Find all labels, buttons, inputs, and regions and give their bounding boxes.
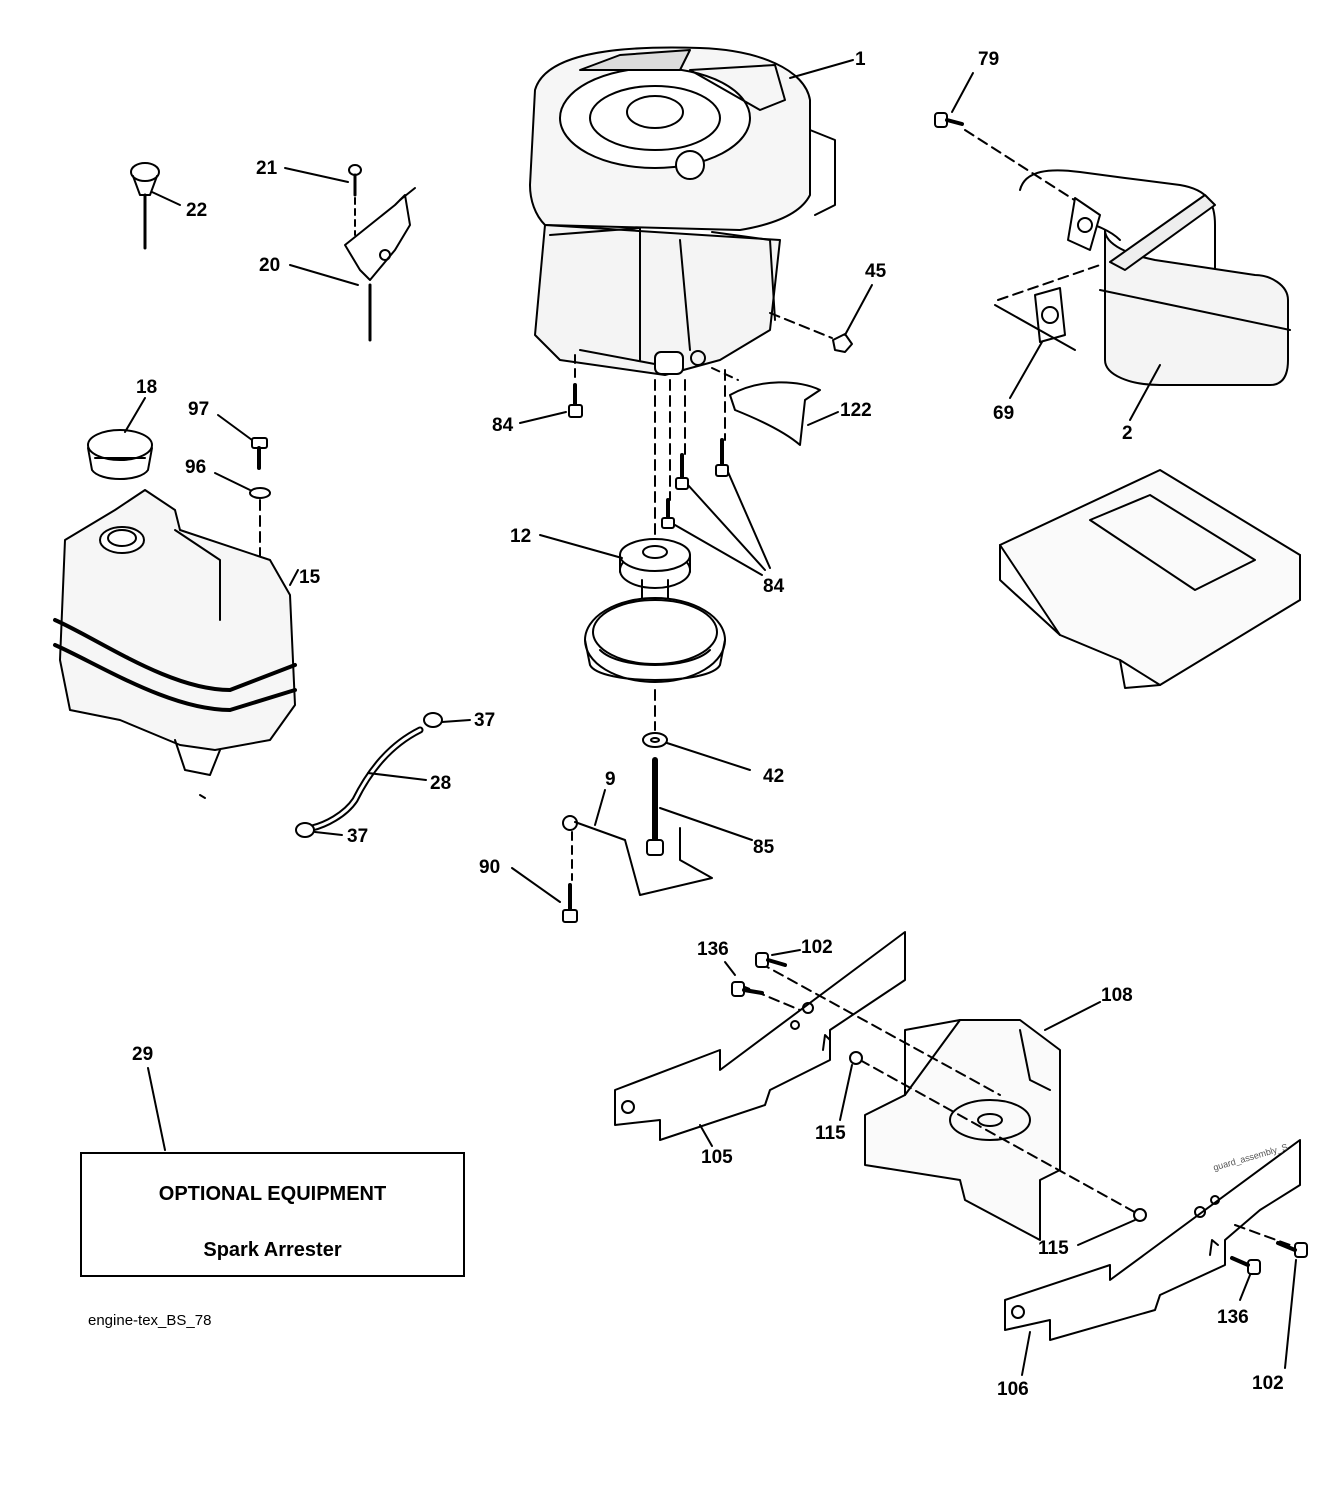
label-21: 21 [256, 158, 278, 179]
label-90: 90 [479, 857, 501, 878]
label-15: 15 [299, 567, 321, 588]
label-29: 29 [132, 1044, 154, 1065]
optional-equipment-box: OPTIONAL EQUIPMENT Spark Arrester [80, 1152, 465, 1277]
bolt-102-a [755, 952, 787, 968]
label-96: 96 [185, 457, 207, 478]
bolt-85 [646, 757, 664, 856]
screws-84-lower [661, 438, 729, 529]
label-69: 69 [993, 403, 1015, 424]
washer-96 [249, 487, 271, 499]
knob-22 [130, 162, 160, 250]
label-115-left: 115 [815, 1123, 846, 1144]
label-79: 79 [978, 49, 1000, 70]
label-136-top: 136 [697, 939, 729, 960]
label-20: 20 [259, 255, 281, 276]
bolt-136-b [1230, 1256, 1261, 1275]
washer-42 [642, 732, 668, 748]
label-1: 1 [855, 49, 866, 70]
throttle-20 [344, 164, 416, 342]
bolt-97 [251, 437, 268, 470]
gasket-69 [1034, 287, 1066, 343]
fuel-cap-18 [87, 429, 153, 480]
label-105: 105 [701, 1147, 733, 1168]
shroud-108 [864, 1019, 1061, 1241]
label-85: 85 [753, 837, 775, 858]
bolt-102-b [1276, 1241, 1308, 1258]
label-106: 106 [997, 1379, 1029, 1400]
guard-106 [1004, 1139, 1301, 1341]
label-122: 122 [840, 400, 872, 421]
label-12: 12 [510, 526, 532, 547]
label-18: 18 [136, 377, 158, 398]
shield-122 [729, 381, 821, 446]
engine [529, 46, 836, 376]
diagram-caption: engine-tex_BS_78 [88, 1312, 212, 1329]
muffler [1019, 169, 1291, 386]
label-102-bottom: 102 [1252, 1373, 1284, 1394]
guard-105 [614, 931, 906, 1141]
spark-arrester-label: Spark Arrester [203, 1239, 342, 1261]
label-108: 108 [1101, 985, 1133, 1006]
label-2: 2 [1122, 423, 1133, 444]
label-136-bottom: 136 [1217, 1307, 1249, 1328]
engine-mount-plate [999, 469, 1301, 689]
label-84-top: 84 [492, 415, 514, 436]
pulley-12 [584, 538, 726, 683]
label-115-right: 115 [1038, 1238, 1069, 1259]
label-42: 42 [763, 766, 785, 787]
label-45: 45 [865, 261, 887, 282]
label-28: 28 [430, 773, 452, 794]
label-102-top: 102 [801, 937, 833, 958]
bolt-79 [934, 112, 964, 128]
label-22: 22 [186, 200, 208, 221]
screw-84-upper [568, 383, 583, 418]
label-97: 97 [188, 399, 210, 420]
fuel-line-28 [295, 712, 443, 838]
label-37-bottom: 37 [347, 826, 369, 847]
bolt-90 [562, 883, 578, 923]
fuel-tank-15 [53, 489, 297, 799]
optional-equipment-title: OPTIONAL EQUIPMENT [158, 1183, 387, 1205]
label-9: 9 [605, 769, 616, 790]
label-37-top: 37 [474, 710, 496, 731]
nut-45 [832, 333, 853, 353]
label-84-lower: 84 [763, 576, 785, 597]
bolt-136-a [731, 981, 764, 997]
bracket-9 [562, 815, 713, 896]
